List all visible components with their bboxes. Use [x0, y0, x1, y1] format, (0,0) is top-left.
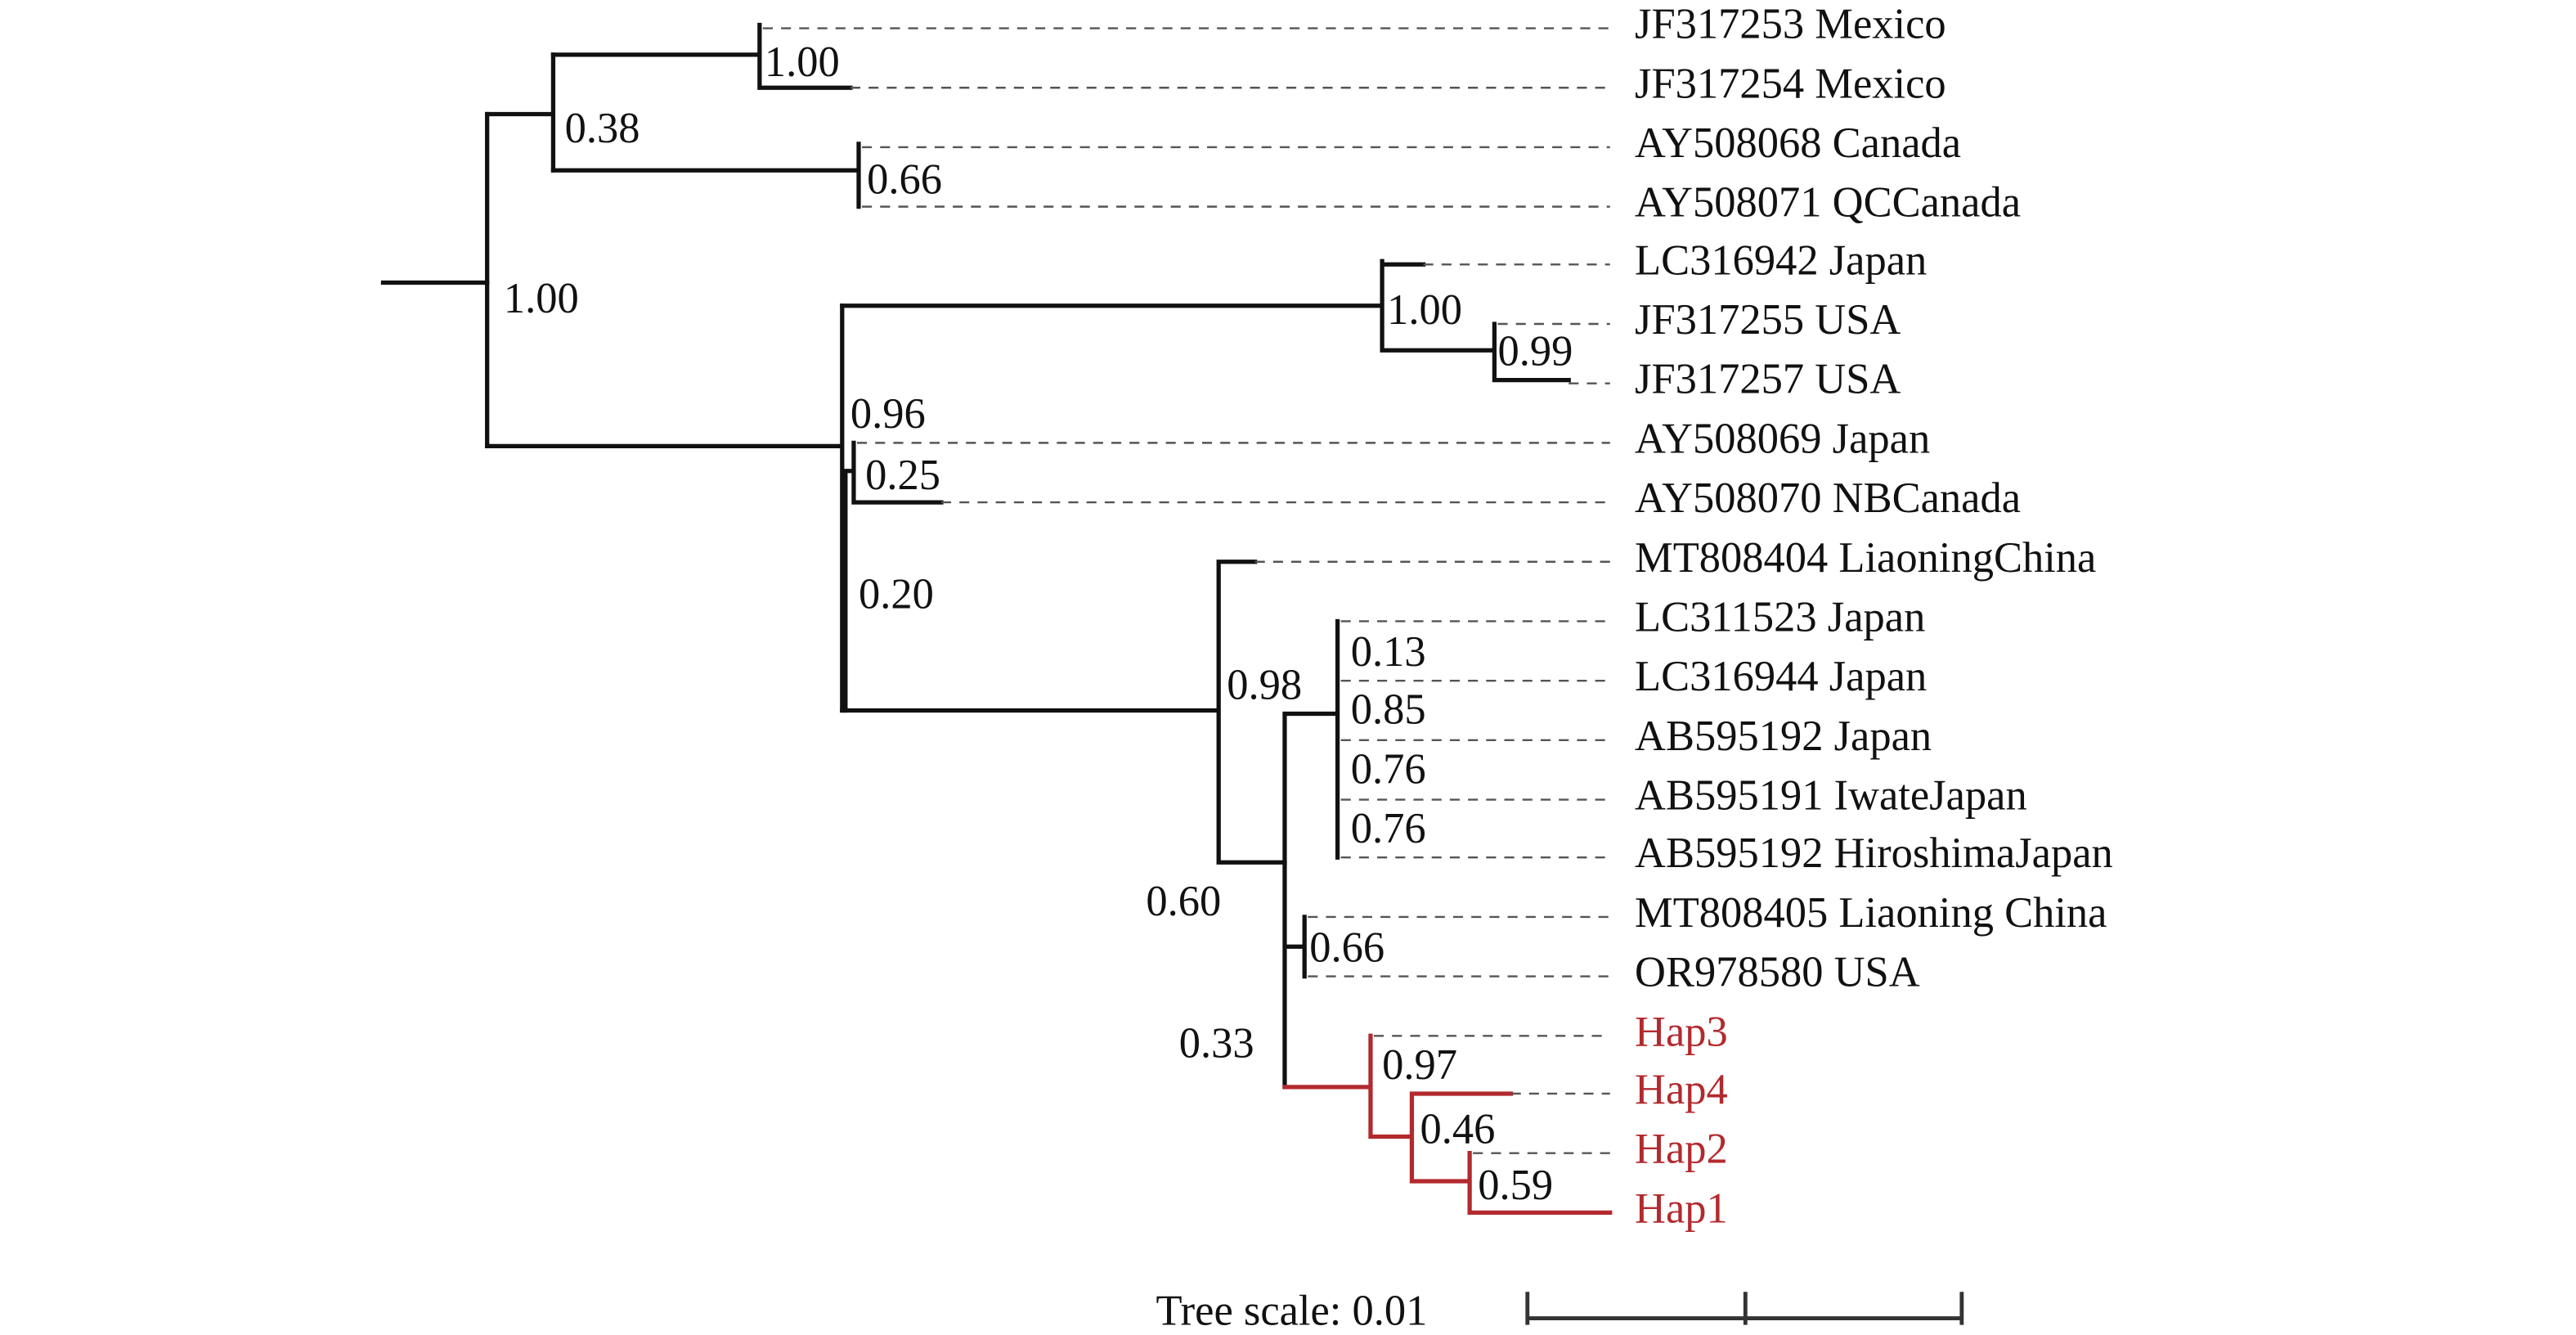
tip-label: AY508068 Canada	[1635, 119, 1961, 167]
support-label: 0.59	[1478, 1162, 1553, 1209]
tip-label: JF317255 USA	[1635, 296, 1901, 344]
support-label: 0.46	[1420, 1106, 1496, 1153]
tip-label: AB595192 Japan	[1635, 712, 1932, 760]
tree-scale-label: Tree scale: 0.01	[1156, 1288, 1427, 1335]
node-hap-clade	[1282, 1033, 1613, 1215]
tip-label: AY508069 Japan	[1635, 415, 1930, 462]
tip-label-highlight: Hap1	[1635, 1184, 1728, 1232]
tree-branches	[380, 22, 1613, 1215]
support-label: 0.98	[1227, 661, 1302, 708]
support-label: 0.38	[565, 105, 640, 152]
support-label: 0.99	[1497, 327, 1573, 375]
support-label: 0.96	[850, 390, 926, 438]
tree-scale: Tree scale: 0.01	[1156, 1288, 1964, 1335]
support-label: 0.13	[1351, 628, 1426, 676]
support-label: 1.00	[765, 38, 840, 86]
support-label: 0.76	[1351, 805, 1426, 852]
tip-label: AB595191 IwateJapan	[1635, 772, 2027, 820]
node-025	[843, 440, 944, 713]
branch-north	[485, 52, 556, 173]
tip-label: OR978580 USA	[1635, 949, 1920, 996]
node-mexico	[550, 22, 853, 90]
tip-label: JF317257 USA	[1635, 356, 1901, 403]
node-canada	[550, 142, 861, 209]
tip-label-highlight: Hap4	[1635, 1066, 1728, 1113]
tip-label: LC316944 Japan	[1635, 653, 1927, 700]
tip-label: AY508070 NBCanada	[1635, 474, 2021, 522]
support-label: 0.97	[1382, 1041, 1457, 1089]
tip-label: LC311523 Japan	[1635, 594, 1925, 641]
support-label: 0.25	[865, 452, 940, 499]
tip-leader-lines	[762, 27, 1610, 1154]
node-japan-usa	[840, 258, 1571, 383]
tip-label: AY508071 QCCanada	[1635, 179, 2021, 227]
tip-label: LC316942 Japan	[1635, 236, 1927, 284]
support-label: 0.20	[859, 570, 934, 618]
support-label: 0.66	[867, 155, 942, 203]
tip-label: JF317253 Mexico	[1635, 1, 1946, 48]
tree-scale-bar	[1525, 1292, 1964, 1325]
support-label: 0.66	[1309, 924, 1384, 971]
branch-south	[485, 303, 845, 713]
tip-label: MT808404 LiaoningChina	[1635, 534, 2096, 582]
support-label: 1.00	[1387, 286, 1462, 334]
node-098	[840, 560, 1287, 865]
tip-label: JF317254 Mexico	[1635, 60, 1946, 107]
tip-label-highlight: Hap2	[1635, 1126, 1728, 1173]
tip-label: AB595192 HiroshimaJapan	[1635, 829, 2113, 877]
tip-label: MT808405 Liaoning China	[1635, 889, 2107, 937]
support-label: 0.33	[1179, 1020, 1254, 1068]
tip-label-highlight: Hap3	[1635, 1008, 1728, 1055]
support-label: 0.76	[1351, 745, 1426, 793]
support-label: 1.00	[504, 275, 579, 322]
support-label: 0.85	[1351, 686, 1426, 734]
tip-labels: JF317253 Mexico JF317254 Mexico AY508068…	[1635, 1, 2113, 1233]
support-label: 0.60	[1146, 878, 1221, 925]
node-060	[1282, 618, 1340, 1090]
support-values: 1.00 1.00 0.38 0.66 1.00 0.99 0.96 0.25 …	[504, 38, 1573, 1209]
